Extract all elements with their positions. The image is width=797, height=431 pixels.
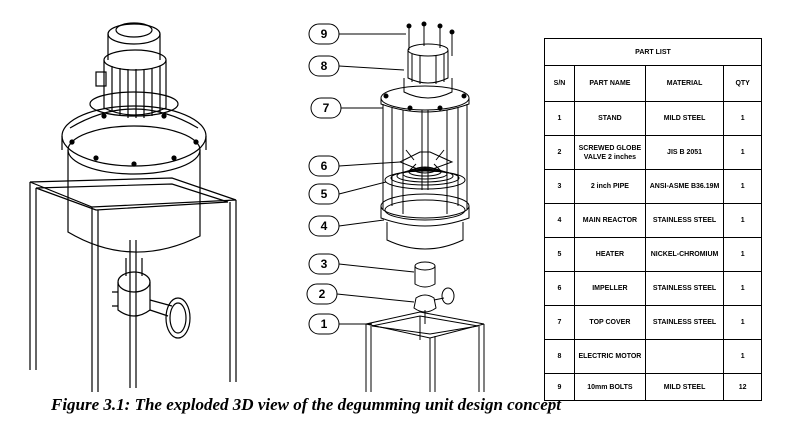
- bolts: [406, 21, 455, 56]
- table-cell: 1: [723, 135, 762, 170]
- table-cell: MILD STEEL: [644, 373, 725, 401]
- table-cell: 1: [723, 203, 762, 238]
- exploded-valve: [413, 294, 437, 313]
- table-cell: ANSI-ASME B36.19M: [644, 169, 725, 204]
- callout-label: 1: [321, 317, 328, 331]
- table-cell: 1: [723, 305, 762, 340]
- table-cell: 5: [543, 237, 576, 272]
- table-cell: 1: [723, 101, 762, 136]
- callout-label: 2: [319, 287, 326, 301]
- table-cell: 1: [723, 339, 762, 374]
- exploded-motor: [407, 50, 449, 84]
- table-cell: 1: [723, 271, 762, 306]
- callout-label: 3: [321, 257, 328, 271]
- callout-label: 5: [321, 187, 328, 201]
- table-cell: SCREWED GLOBE VALVE 2 inches: [574, 135, 646, 170]
- table-cell: ELECTRIC MOTOR: [574, 339, 646, 374]
- valve-handwheel: [165, 297, 191, 339]
- exploded-stand: [365, 311, 485, 392]
- callout-label: 9: [321, 27, 328, 41]
- callout-label: 8: [321, 59, 328, 73]
- table-cell: STAINLESS STEEL: [644, 271, 725, 306]
- reactor-vessel: [67, 150, 201, 253]
- table-cell: 1: [723, 169, 762, 204]
- exploded-pipe: [414, 266, 436, 288]
- table-title: PART LIST: [544, 38, 762, 66]
- table-cell: 1: [543, 101, 576, 136]
- callout-label: 7: [323, 101, 330, 115]
- table-cell: 3: [543, 169, 576, 204]
- table-cell: NICKEL-CHROMIUM: [644, 237, 725, 272]
- table-cell: MILD STEEL: [644, 101, 725, 136]
- stand-top-frame: [29, 177, 237, 208]
- table-cell: STAINLESS STEEL: [644, 305, 725, 340]
- electric-motor: [103, 60, 167, 116]
- table-cell: 9: [543, 373, 576, 401]
- column-header: S/N: [543, 65, 576, 102]
- table-cell: 2 inch PIPE: [574, 169, 646, 204]
- table-cell: IMPELLER: [574, 271, 646, 306]
- table-cell: MAIN REACTOR: [574, 203, 646, 238]
- table-cell: 4: [543, 203, 576, 238]
- table-cell: STAINLESS STEEL: [644, 203, 725, 238]
- exploded-main-reactor: [380, 193, 470, 219]
- table-cell: 6: [543, 271, 576, 306]
- table-cell: 2: [543, 135, 576, 170]
- callout-label: 6: [321, 159, 328, 173]
- table-cell: 8: [543, 339, 576, 374]
- table-cell: 1: [723, 237, 762, 272]
- column-header: QTY: [723, 65, 762, 102]
- table-cell: 12: [723, 373, 762, 401]
- callout-label: 4: [321, 219, 328, 233]
- table-cell: [644, 339, 725, 374]
- exploded-heater-coil: [384, 166, 466, 190]
- table-cell: HEATER: [574, 237, 646, 272]
- table-cell: 10mm BOLTS: [574, 373, 646, 401]
- figure-caption: Figure 3.1: The exploded 3D view of the …: [51, 395, 561, 414]
- column-header: MATERIAL: [644, 65, 725, 102]
- table-cell: TOP COVER: [574, 305, 646, 340]
- column-header: PART NAME: [574, 65, 646, 102]
- table-cell: STAND: [574, 101, 646, 136]
- table-cell: 7: [543, 305, 576, 340]
- assembled-view-drawing: [29, 22, 237, 392]
- exploded-view-drawing: 9 8 7 6 5 4 3 2 1: [306, 21, 485, 392]
- table-cell: JIS B 2051: [644, 135, 725, 170]
- top-cover: [69, 108, 199, 129]
